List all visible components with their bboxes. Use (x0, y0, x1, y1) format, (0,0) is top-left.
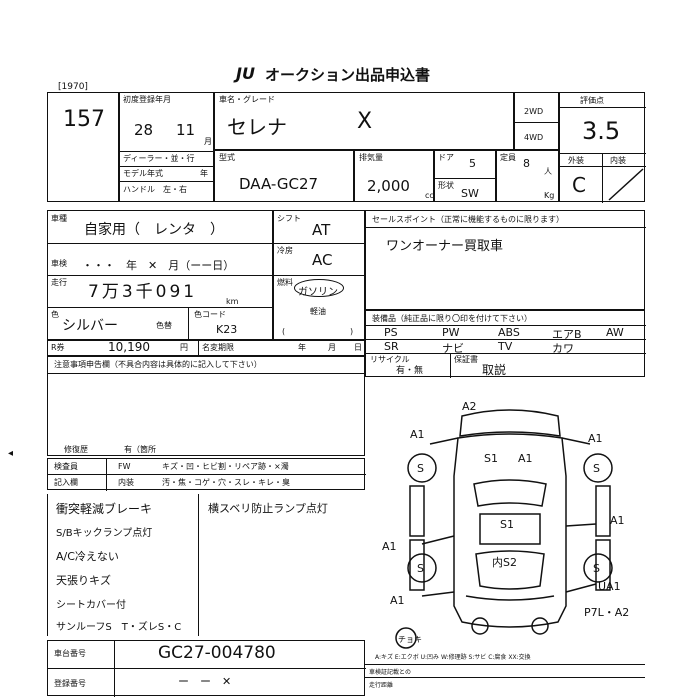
car-damage-diagram: A2 A1 A1 S1 A1 S S S1 A1 A1 S S 内S2 A1 U… (382, 400, 629, 649)
equip-ps: PS (384, 326, 398, 339)
equipment-label: 装備品（純正品に限り〇印を付けて下さい） (372, 314, 532, 323)
equip-leather: カワ (552, 342, 574, 355)
mark-fr-a1: A1 (588, 432, 603, 445)
car-name-label: 車名・グレード (219, 95, 275, 104)
lot-number-box: 157 (47, 92, 119, 202)
note-line-3: A/C冷えない (56, 550, 119, 563)
door-body-box: ドア 5 形状 SW (434, 150, 497, 202)
mark-fl-a1: A1 (410, 428, 425, 441)
interior-slash-mark (608, 168, 644, 201)
mark-bonnet-a1: A1 (518, 452, 533, 465)
score-box: 評価点 3.5 外装 内装 C (559, 92, 646, 203)
mark-wheel-fr: S (593, 462, 600, 475)
handle-label: ハンドル 左・右 (123, 185, 187, 194)
ac-value: AC (312, 251, 333, 269)
first-registration-box: 初度登録年月 28 11 月 ディーラー・並・行 モデル年式 年 ハンドル 左・… (119, 92, 215, 202)
usage-box: 車種 自家用（ レンタ ） 車検 ・・・ 年 ✕ 月（ーー日） 走行 7万3千0… (47, 210, 274, 341)
sales-point-text: ワンオーナー買取車 (386, 239, 504, 254)
note-line-5: シートカバー付 (56, 600, 126, 611)
mark-left-a1: A1 (382, 540, 397, 553)
shift-value: AT (312, 221, 331, 239)
legend: A:キズ E:エクボ U:凹み W:修理跡 S:サビ C:腐食 XX:交換 車検… (365, 654, 645, 697)
score-value: 3.5 (582, 117, 621, 145)
year-code: [1970] (58, 82, 88, 92)
recycle-fee-row: R券 10,190 円 名変期限 年 月 日 (47, 340, 365, 357)
model-year-label: モデル年式 (123, 169, 163, 178)
notes-box: 注意事項申告欄（不具合内容は具体的に記入して下さい） 修復歴 有（箇所 (47, 356, 366, 456)
car-name: セレナ (227, 115, 287, 139)
first-reg-label: 初度登録年月 (123, 95, 171, 104)
note-line-2: S/Bキックランプ点灯 (56, 528, 153, 539)
sales-point-box: セールスポイント（正常に機能するものに限ります） ワンオーナー買取車 (365, 210, 646, 310)
note-line-6: サンルーフS T・ズレS・C (56, 622, 182, 633)
equip-aw: AW (606, 326, 624, 339)
chassis-box: 車台番号 GC27-004780 登録番号 ー ー ✕ (47, 640, 366, 697)
body-type: SW (461, 187, 479, 200)
usage-value: 自家用（ レンタ ） (84, 222, 224, 238)
handwritten-notes: 衝突軽減ブレーキ S/Bキックランプ点灯 A/C冷えない 天張りキズ シートカバ… (47, 494, 366, 636)
drive-box: 2WD 4WD (514, 92, 560, 150)
mark-rear-bumper: P7L・A2 (584, 606, 629, 619)
car-grade: X (357, 109, 373, 134)
exterior-grade: C (572, 173, 586, 197)
equip-sr: SR (384, 340, 399, 353)
capacity-box: 定員 8 人 Kg (496, 150, 559, 202)
door-count: 5 (469, 157, 476, 170)
shift-box: シフト AT 冷房 AC 燃料 ガソリン 軽油 ( ) (273, 210, 366, 340)
mark-roof-a2: A2 (462, 400, 477, 413)
color-code: K23 (216, 323, 238, 336)
equip-abs: ABS (498, 326, 520, 339)
note-line-4: 天張りキズ (56, 574, 111, 587)
chassis-number: GC27-004780 (158, 643, 276, 663)
inspection-value: ・・・ 年 ✕ 月（ーー日） (82, 259, 235, 272)
punch-mark: ◂ (8, 448, 14, 459)
equipment-box: 装備品（純正品に限り〇印を付けて下さい） PS PW ABS エアB AW SR… (365, 310, 646, 378)
lot-number: 157 (63, 107, 105, 132)
score-label: 評価点 (580, 96, 604, 105)
mark-rear-right: UA1 (598, 580, 621, 593)
equip-airbag: エアB (552, 328, 582, 341)
capacity: 8 (523, 157, 530, 170)
ju-logo: JU (236, 64, 255, 83)
dealer-label: ディーラー・並・行 (123, 154, 195, 163)
reg-year: 28 (134, 121, 154, 139)
fuel-circle (294, 279, 344, 297)
mark-wheel-fl: S (417, 462, 424, 475)
note-line-1: 衝突軽減ブレーキ (56, 502, 153, 516)
recycle-fee: 10,190 (108, 340, 150, 354)
note-right-1: 横スベリ防止ランプ点灯 (208, 502, 328, 515)
sales-point-label: セールスポイント（正常に機能するものに限ります） (372, 215, 564, 224)
reg-month: 11 (176, 121, 196, 139)
mark-roof-s1: S1 (500, 518, 514, 531)
displacement-box: 排気量 2,000 cc (354, 150, 434, 202)
mark-right-a1: A1 (610, 514, 625, 527)
equip-pw: PW (442, 326, 460, 339)
equip-navi: ナビ (442, 342, 464, 355)
inspector-box: 検査員 記入欄 FW 内装 キズ・凹・ヒビ割・リペア跡・×濁 汚・焦・コゲ・穴・… (47, 458, 366, 491)
notes-label: 注意事項申告欄（不具合内容は具体的に記入して下さい） (54, 360, 262, 369)
car-name-box: 車名・グレード セレナ X (214, 92, 514, 150)
equip-tv: TV (498, 340, 513, 353)
mark-bonnet-s1: S1 (484, 452, 498, 465)
color-value: シルバー (62, 318, 118, 334)
form-title: オークション出品申込書 (265, 66, 431, 84)
mark-wheel-rl: S (417, 562, 424, 575)
mileage: 7万3千091 (88, 282, 198, 302)
model-code: DAA-GC27 (239, 175, 319, 193)
mark-rear-left: A1 (390, 594, 405, 607)
model-type-box: 型式 DAA-GC27 (214, 150, 354, 202)
displacement: 2,000 (367, 177, 410, 195)
mark-check: チョキ (398, 635, 422, 644)
mark-wheel-rr: S (593, 562, 600, 575)
mark-interior: 内S2 (492, 555, 517, 569)
